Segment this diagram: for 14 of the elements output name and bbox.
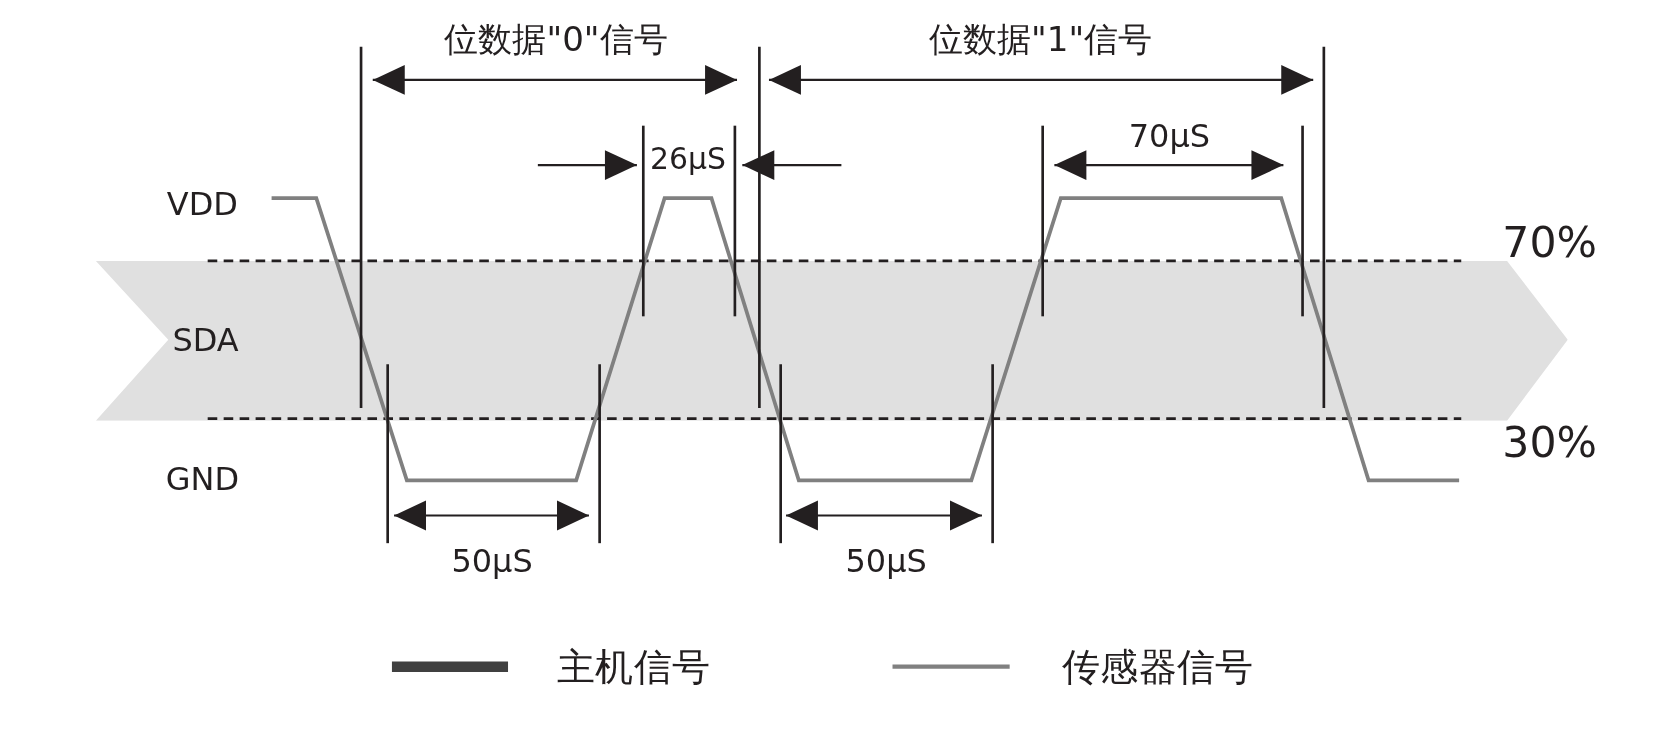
level-label: VDD: [166, 188, 238, 221]
dimension-label: 70μS: [1128, 120, 1211, 153]
percent-label: 70%: [1502, 220, 1597, 264]
signal-name: SDA: [172, 324, 239, 357]
level-label: GND: [165, 463, 239, 496]
dimension-label: 50μS: [451, 545, 533, 578]
dimension-label: 位数据"0"信号: [444, 22, 668, 57]
dimension-label: 位数据"1"信号: [928, 22, 1153, 57]
dimension-label: 50μS: [845, 545, 927, 578]
percent-label: 30%: [1502, 420, 1597, 464]
legend-label: 主机信号: [557, 647, 711, 686]
dimension-label: 26μS: [650, 144, 726, 175]
legend-label: 传感器信号: [1061, 647, 1254, 686]
signal-band: [95, 260, 1568, 421]
